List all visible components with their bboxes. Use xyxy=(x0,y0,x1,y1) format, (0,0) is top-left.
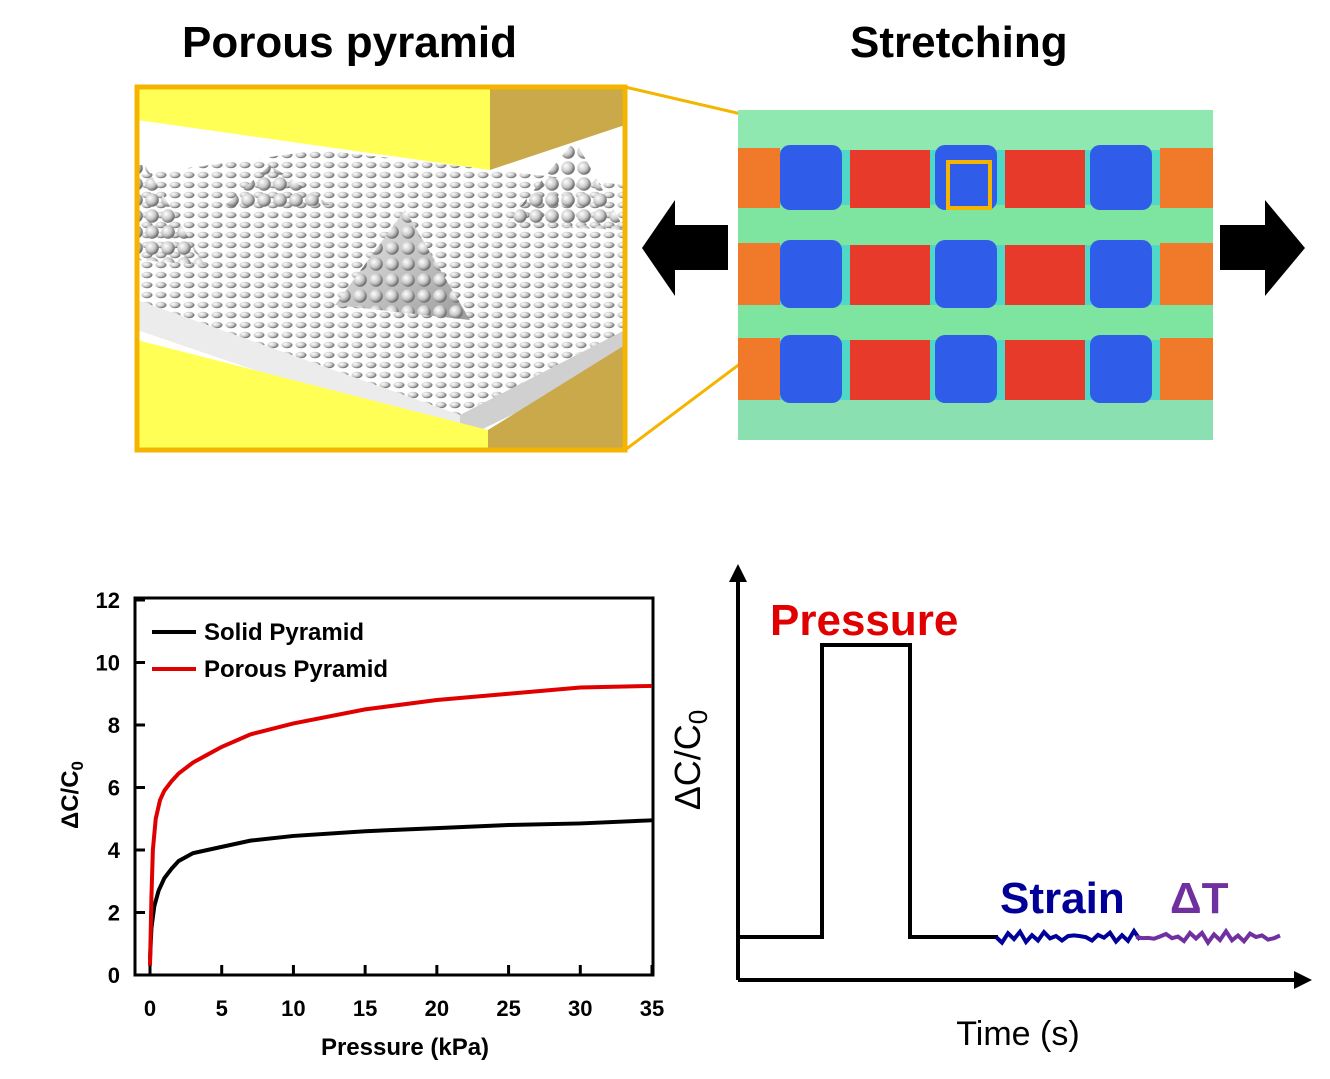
y-tick-label: 2 xyxy=(108,901,120,926)
top-electrode xyxy=(137,87,490,170)
y-tick-label: 12 xyxy=(96,588,120,613)
series-line-solid xyxy=(148,818,653,960)
pyramid xyxy=(505,140,625,230)
x-tick-label: 5 xyxy=(216,996,228,1021)
bottom-electrode xyxy=(137,340,488,450)
strain-cell-red xyxy=(850,150,930,208)
pressure-annotation: Pressure xyxy=(770,596,958,645)
x-tick-label: 35 xyxy=(640,996,664,1021)
x-tick-label: 20 xyxy=(425,996,449,1021)
legend-label: Solid Pyramid xyxy=(204,619,364,646)
plot-frame xyxy=(133,596,655,977)
zoom-frame xyxy=(134,84,628,453)
y-axis-label: ΔC/C0 xyxy=(57,761,87,829)
pyramid xyxy=(220,165,330,210)
time-axis-label: Time (s) xyxy=(956,1015,1079,1053)
y-axis-arrow-icon xyxy=(729,564,747,582)
x-axis-arrow-icon xyxy=(1294,971,1312,989)
x-tick-label: 30 xyxy=(568,996,592,1021)
signal-schematic-chart: Pressure Strain ΔT Time (s) ΔC/C0 xyxy=(667,564,1312,1053)
pressure-response-chart: 0 2 4 6 8 10 12 0 5 10 15 20 25 30 35 Solid PyramidPo… xyxy=(57,588,664,1061)
y-tick-label: 8 xyxy=(108,713,120,738)
y-tick-label: 10 xyxy=(96,651,120,676)
legend-label: Porous Pyramid xyxy=(204,656,388,683)
x-tick-label: 25 xyxy=(496,996,520,1021)
x-tick-label: 10 xyxy=(281,996,305,1021)
y-tick-label: 6 xyxy=(108,776,120,801)
y-tick-label: 0 xyxy=(108,963,120,988)
pyramid xyxy=(335,210,470,320)
signal-axis-label: ΔC/C0 xyxy=(667,710,713,811)
arrow-left-icon xyxy=(642,200,728,296)
zoom-source-box xyxy=(946,160,992,210)
pyramid xyxy=(137,165,205,265)
porous-pyramid-illustration xyxy=(134,84,949,453)
pressure-pulse-line xyxy=(738,643,998,939)
arrow-right-icon xyxy=(1220,200,1305,296)
dt-annotation: ΔT xyxy=(1170,874,1229,923)
strain-signal-line xyxy=(994,927,1142,946)
x-tick-label: 0 xyxy=(144,996,156,1021)
strain-cell-blue xyxy=(780,145,842,210)
x-axis-label: Pressure (kPa) xyxy=(321,1034,489,1061)
strain-map xyxy=(738,110,1213,440)
stretching-title: Stretching xyxy=(850,18,1068,67)
dt-signal-line xyxy=(1135,927,1281,947)
strain-annotation: Strain xyxy=(1000,874,1125,923)
x-tick-label: 15 xyxy=(353,996,377,1021)
porous-pyramid-title: Porous pyramid xyxy=(182,18,517,67)
y-tick-label: 4 xyxy=(108,838,121,863)
series-line-porous xyxy=(148,683,653,966)
